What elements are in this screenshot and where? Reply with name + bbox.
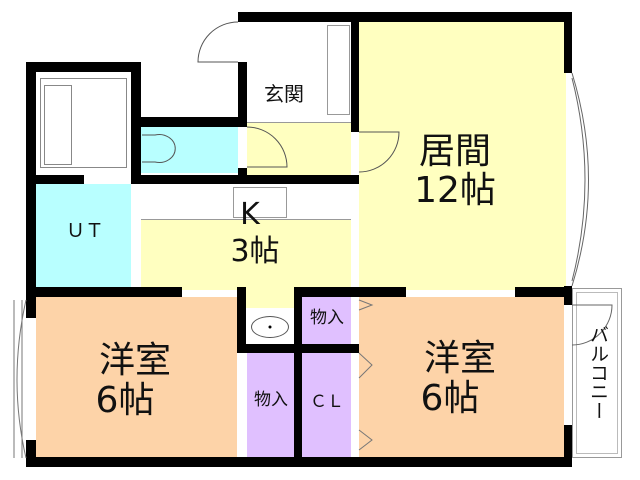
balcony-door-swing xyxy=(571,304,613,346)
living-size: 12帖 xyxy=(414,170,496,211)
closet-door-marks xyxy=(358,299,374,451)
entrance-label: 玄関 xyxy=(264,82,304,106)
living-room xyxy=(359,22,566,290)
storage-top-label: 物入 xyxy=(310,308,344,328)
bedroom-right xyxy=(359,297,564,457)
storage-top xyxy=(302,297,351,344)
wall xyxy=(294,287,406,297)
wall xyxy=(131,175,359,184)
closet-label: ＣＬ xyxy=(310,392,344,412)
kitchen-size: 3帖 xyxy=(230,234,280,269)
toilet-fixture xyxy=(142,134,176,163)
kitchen-label: K xyxy=(240,197,260,232)
front-door-swing xyxy=(197,21,239,63)
wall xyxy=(238,168,247,176)
wall xyxy=(26,175,84,184)
shoe-cabinet xyxy=(327,25,350,115)
bedroom-right-label: 洋室 xyxy=(423,338,496,379)
wall xyxy=(26,62,36,318)
utility-label: ＵＴ xyxy=(65,220,104,242)
wall xyxy=(564,12,572,73)
bathtub xyxy=(40,78,127,168)
closet xyxy=(302,353,351,457)
washbasin-drain xyxy=(268,325,272,329)
wall xyxy=(131,127,141,175)
washbasin xyxy=(251,316,289,338)
kitchen-counter xyxy=(141,184,351,220)
bedroom-left xyxy=(36,297,237,457)
wall xyxy=(237,287,246,353)
bedroom-left-label: 洋室 xyxy=(98,340,171,381)
living-bay-window xyxy=(571,72,589,287)
wall xyxy=(351,12,359,132)
left-window xyxy=(13,299,27,459)
wall xyxy=(26,457,572,467)
storage-left xyxy=(247,353,294,457)
wall xyxy=(26,440,36,467)
hallway xyxy=(246,287,294,308)
wall xyxy=(131,117,247,127)
toilet-door-swing xyxy=(246,126,288,168)
wall xyxy=(238,12,572,22)
kitchen-sink xyxy=(233,187,287,218)
wall xyxy=(26,62,141,72)
wall xyxy=(131,62,141,127)
bedroom-left-size: 6帖 xyxy=(95,380,155,421)
balcony-inner xyxy=(576,292,618,454)
living-door-swing xyxy=(358,131,400,173)
living-label: 居間 xyxy=(418,131,491,172)
wall xyxy=(515,287,572,297)
bathroom xyxy=(36,72,131,175)
utility-room xyxy=(36,184,131,287)
wall xyxy=(294,287,302,467)
balcony-label: バルコニー xyxy=(587,325,609,420)
balcony xyxy=(572,288,622,458)
bedroom-right-size: 6帖 xyxy=(420,378,480,419)
storage-left-label: 物入 xyxy=(254,390,288,410)
wall xyxy=(238,62,247,127)
wall xyxy=(26,287,182,297)
bathtub-inner xyxy=(44,85,72,165)
wall xyxy=(564,425,572,467)
